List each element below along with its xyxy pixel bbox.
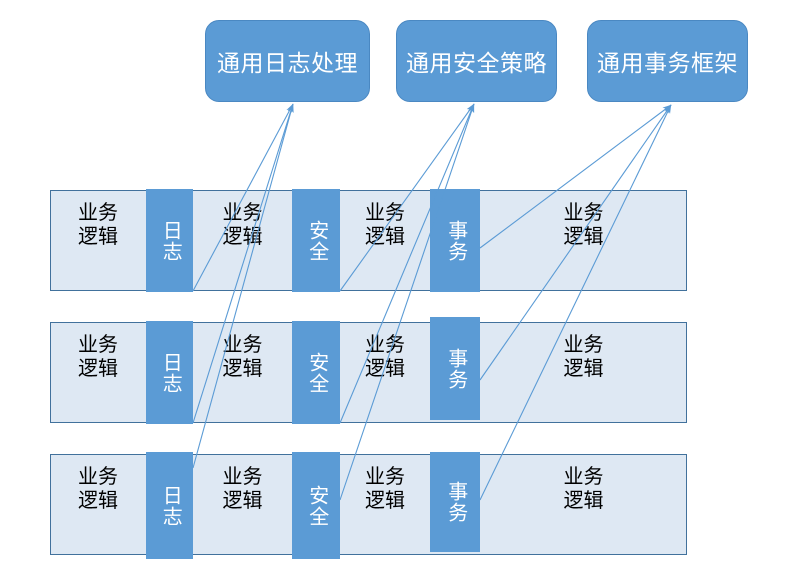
aspect-box-transaction[interactable]: 通用事务框架 [587, 20, 748, 102]
aspect-segment-transaction-label: 事务 [444, 347, 467, 390]
aspect-segment-log-label: 日志 [159, 351, 182, 394]
aspect-segment-transaction-label: 事务 [444, 481, 467, 523]
arrow-security-layer3 [339, 103, 475, 501]
aspect-box-security-label: 通用安全策略 [406, 50, 547, 76]
aspect-segment-log[interactable]: 日志 [146, 452, 193, 559]
aspect-segment-log-label: 日志 [159, 484, 182, 527]
aspect-box-security[interactable]: 通用安全策略 [396, 20, 557, 102]
aspect-segment-transaction[interactable]: 事务 [430, 452, 480, 552]
aspect-segment-log-label: 日志 [159, 219, 182, 262]
aspect-segment-transaction[interactable]: 事务 [430, 317, 480, 420]
aspect-segment-security-label: 安全 [305, 484, 328, 527]
aspect-segment-security[interactable]: 安全 [292, 321, 340, 424]
aspect-box-log-label: 通用日志处理 [217, 50, 358, 76]
arrow-group-security [339, 103, 475, 501]
aspect-segment-security-label: 安全 [305, 351, 328, 394]
aspect-box-transaction-label: 通用事务框架 [597, 50, 738, 76]
aspect-segment-transaction[interactable]: 事务 [430, 189, 480, 292]
arrow-group-transaction [479, 104, 672, 501]
aspect-segment-security[interactable]: 安全 [292, 189, 340, 292]
aspect-box-log[interactable]: 通用日志处理 [205, 20, 370, 102]
aspect-segment-security[interactable]: 安全 [292, 452, 340, 559]
aspect-segment-transaction-label: 事务 [444, 219, 467, 262]
aspect-segment-security-label: 安全 [305, 219, 328, 262]
arrow-transaction-layer3 [479, 104, 672, 501]
aspect-segment-log[interactable]: 日志 [146, 189, 193, 292]
aspect-segment-log[interactable]: 日志 [146, 321, 193, 424]
